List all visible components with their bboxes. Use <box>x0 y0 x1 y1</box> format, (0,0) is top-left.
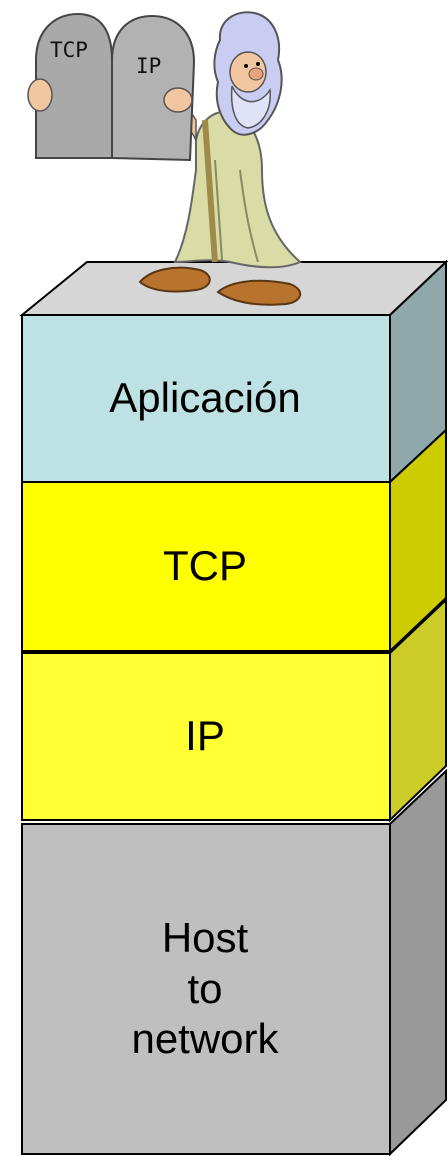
layer-ip-front <box>21 652 391 821</box>
layer-host-label-line-2: to <box>187 964 223 1012</box>
layer-application-label: Aplicación <box>109 374 301 422</box>
layer-host-label-line-3: network <box>131 1015 279 1063</box>
layer-host-label-line-1: Host <box>161 914 249 962</box>
moses-figure-illustration <box>27 11 302 306</box>
layer-host <box>21 768 447 1156</box>
left-tablet-text: TCP <box>50 38 88 62</box>
layer-ip <box>21 597 447 823</box>
right-tablet-text: IP <box>136 54 162 78</box>
layer-host-front <box>21 823 391 1155</box>
layer-application <box>21 259 447 485</box>
layer-tcp <box>21 427 447 654</box>
layer-application-front <box>21 314 391 483</box>
layer-tcp-front <box>21 481 391 652</box>
layer-host-label: Host to network <box>22 824 388 1154</box>
layer-host-side <box>389 768 447 1156</box>
layer-ip-label: IP <box>185 712 225 760</box>
layer-tcp-label: TCP <box>163 542 247 590</box>
